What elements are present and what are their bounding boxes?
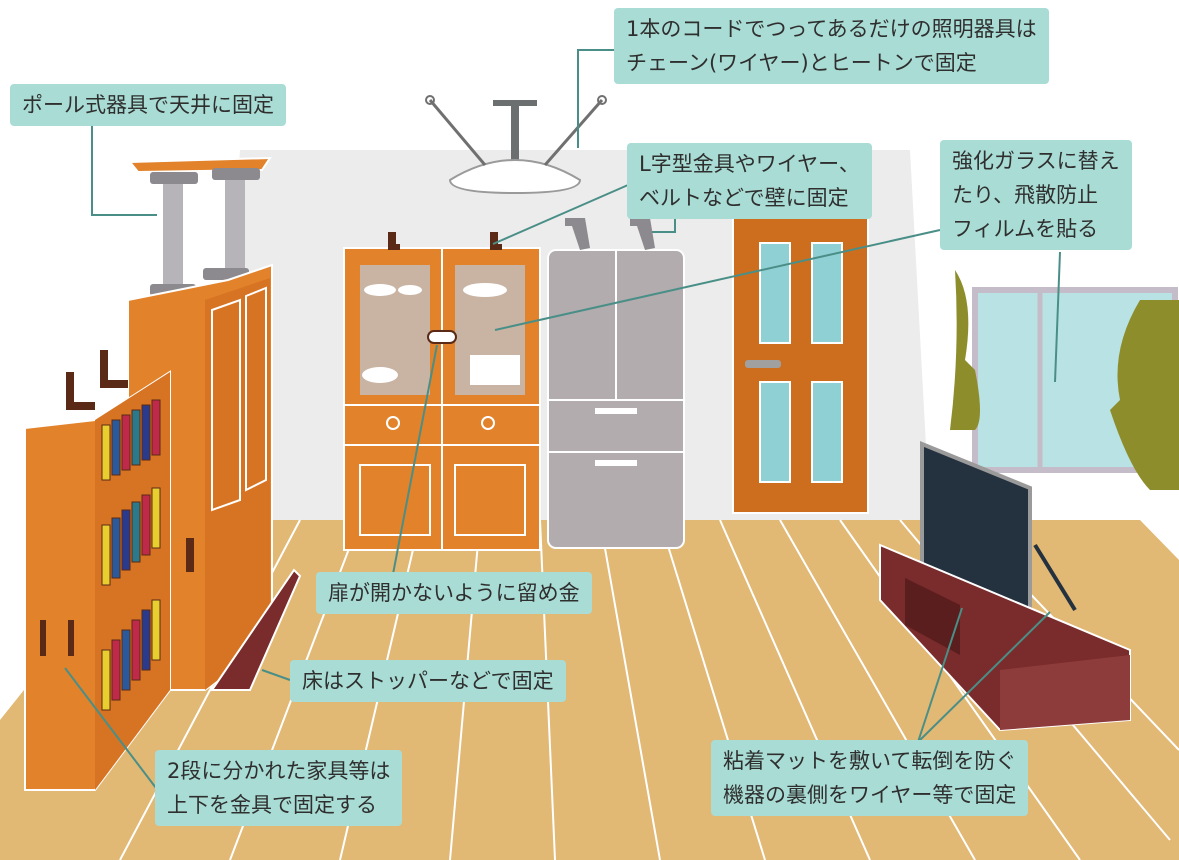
callout-text: 扉が開かないように留め金 (328, 581, 580, 605)
callout-text: ベルトなどで壁に固定 (639, 186, 849, 210)
callout-text: L字型金具やワイヤー、 (639, 152, 860, 176)
tv-stand (879, 543, 1131, 732)
callout-text: 1本のコードでつってあるだけの照明器具は (626, 17, 1037, 41)
ceiling-lamp-icon (425, 95, 607, 195)
bookshelf (24, 350, 171, 791)
callout-text: フィルムを貼る (952, 217, 1099, 241)
refrigerator (547, 218, 685, 549)
floor-stopper (210, 568, 302, 691)
callout-pole-fixture: ポール式器具で天井に固定 (10, 84, 286, 126)
window (950, 270, 1179, 490)
callout-tv-mat: 粘着マットを敷いて転倒を防ぐ 機器の裏側をワイヤー等で固定 (711, 740, 1029, 816)
callout-text: 粘着マットを敷いて転倒を防ぐ (723, 749, 1017, 773)
callout-text: 上下を金具で固定する (167, 793, 377, 817)
cupboard (343, 232, 541, 551)
callout-text: ポール式器具で天井に固定 (22, 93, 274, 117)
callout-floor-stopper: 床はストッパーなどで固定 (290, 660, 566, 702)
callout-two-tier-furniture: 2段に分かれた家具等は 上下を金具で固定する (155, 750, 403, 826)
callout-wall-bracket: L字型金具やワイヤー、 ベルトなどで壁に固定 (627, 143, 872, 219)
callout-text: 床はストッパーなどで固定 (302, 669, 554, 693)
door (732, 212, 869, 514)
callout-light-fixture: 1本のコードでつってあるだけの照明器具は チェーン(ワイヤー)とヒートンで固定 (614, 8, 1049, 84)
callout-text: 強化ガラスに替え (952, 149, 1120, 173)
callout-text: チェーン(ワイヤー)とヒートンで固定 (626, 51, 977, 75)
callout-text: たり、飛散防止 (952, 183, 1099, 207)
callout-glass-film: 強化ガラスに替え たり、飛散防止 フィルムを貼る (940, 140, 1132, 250)
callout-text: 機器の裏側をワイヤー等で固定 (723, 783, 1017, 807)
callout-door-latch: 扉が開かないように留め金 (316, 572, 592, 614)
callout-text: 2段に分かれた家具等は (167, 759, 391, 783)
